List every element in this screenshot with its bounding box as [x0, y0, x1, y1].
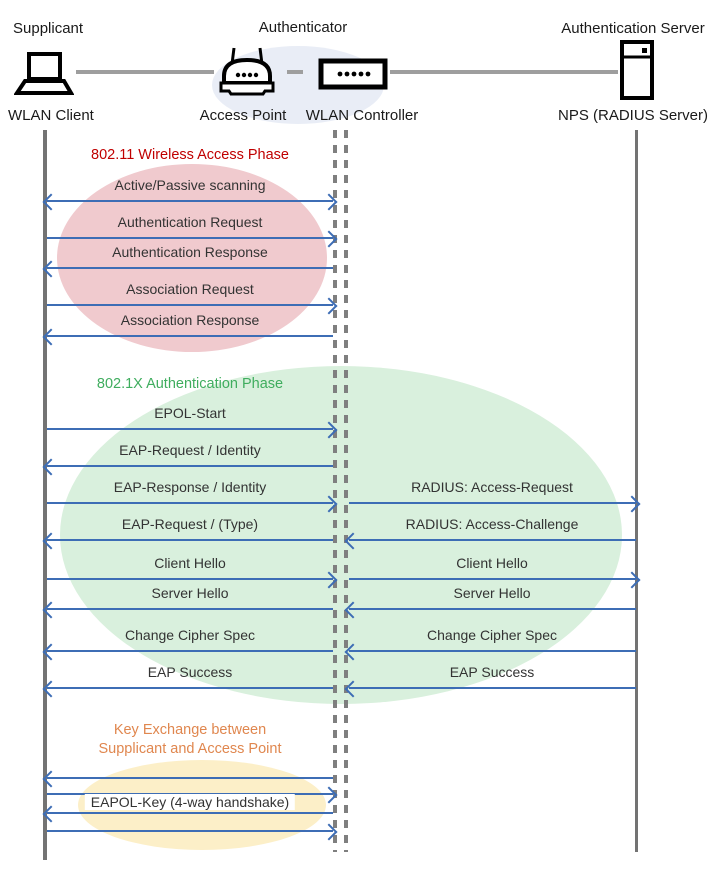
- role-authenticator: Authenticator: [258, 19, 348, 36]
- message-arrow: [344, 532, 636, 550]
- message-arrow: [349, 571, 641, 589]
- message-arrow: [42, 260, 333, 278]
- laptop-icon: [14, 50, 74, 98]
- message-arrow: [42, 601, 333, 619]
- message-label: Association Request: [126, 281, 254, 297]
- message-label: Client Hello: [154, 555, 226, 571]
- message-label: EAPOL-Key (4-way handshake): [84, 794, 296, 810]
- message-arrow: [47, 495, 338, 513]
- phase1-ellipse: [57, 164, 327, 352]
- message-arrow: [344, 643, 636, 661]
- lifeline-controller-dashed-right: [344, 130, 348, 852]
- message-label: Authentication Request: [117, 214, 263, 230]
- message-label: EAP-Request / Identity: [119, 442, 261, 458]
- lifeline-radius-server: [635, 130, 638, 852]
- message-label: Client Hello: [456, 555, 528, 571]
- device-access-point: Access Point: [199, 107, 287, 124]
- message-arrow: [47, 823, 338, 841]
- message-label: Change Cipher Spec: [427, 627, 557, 643]
- message-label: Change Cipher Spec: [125, 627, 255, 643]
- message-arrow: [344, 680, 636, 698]
- message-label: Server Hello: [151, 585, 229, 601]
- connector-line: [76, 70, 214, 74]
- connector-dash: [287, 70, 303, 74]
- phase3-title-line1: Key Exchange between: [113, 722, 267, 738]
- message-arrow: [344, 601, 636, 619]
- wlan-controller-icon: [318, 58, 388, 90]
- server-icon: [620, 40, 654, 100]
- role-authentication-server: Authentication Server: [561, 20, 705, 37]
- message-label: Server Hello: [453, 585, 531, 601]
- phase3-title-line2: Supplicant and Access Point: [98, 741, 282, 757]
- message-arrow: [42, 458, 333, 476]
- phase2-ellipse: [60, 366, 622, 704]
- message-arrow: [47, 230, 338, 248]
- message-arrow: [42, 805, 333, 823]
- message-arrow: [47, 297, 338, 315]
- message-label: RADIUS: Access-Request: [411, 479, 573, 495]
- message-arrow: [42, 680, 333, 698]
- message-label: Active/Passive scanning: [114, 177, 266, 193]
- message-arrow: [42, 193, 338, 211]
- device-nps-radius-server: NPS (RADIUS Server): [557, 107, 709, 124]
- phase1-title: 802.11 Wireless Access Phase: [91, 147, 289, 163]
- message-arrow: [47, 421, 338, 439]
- message-arrow: [42, 328, 333, 346]
- message-label: EAP-Request / (Type): [121, 516, 259, 532]
- message-label: Authentication Response: [112, 244, 268, 260]
- message-arrow: [47, 571, 338, 589]
- lifeline-controller-dashed-left: [333, 130, 337, 852]
- message-arrow: [42, 770, 333, 788]
- message-label: Association Response: [120, 312, 260, 328]
- message-label: RADIUS: Access-Challenge: [405, 516, 579, 532]
- role-supplicant: Supplicant: [13, 20, 84, 37]
- message-label: EAP Success: [147, 664, 233, 680]
- access-point-icon: [215, 46, 279, 98]
- message-label: EAP Success: [449, 664, 535, 680]
- message-arrow: [349, 495, 641, 513]
- phase2-title: 802.1X Authentication Phase: [96, 376, 284, 392]
- message-arrow: [42, 532, 333, 550]
- message-arrow: [42, 643, 333, 661]
- device-wlan-controller: WLAN Controller: [305, 107, 419, 124]
- device-wlan-client: WLAN Client: [8, 107, 94, 124]
- connector-line: [390, 70, 618, 74]
- lifeline-wlan-client: [43, 130, 47, 860]
- message-label: EAP-Response / Identity: [113, 479, 267, 495]
- message-label: EPOL-Start: [154, 405, 226, 421]
